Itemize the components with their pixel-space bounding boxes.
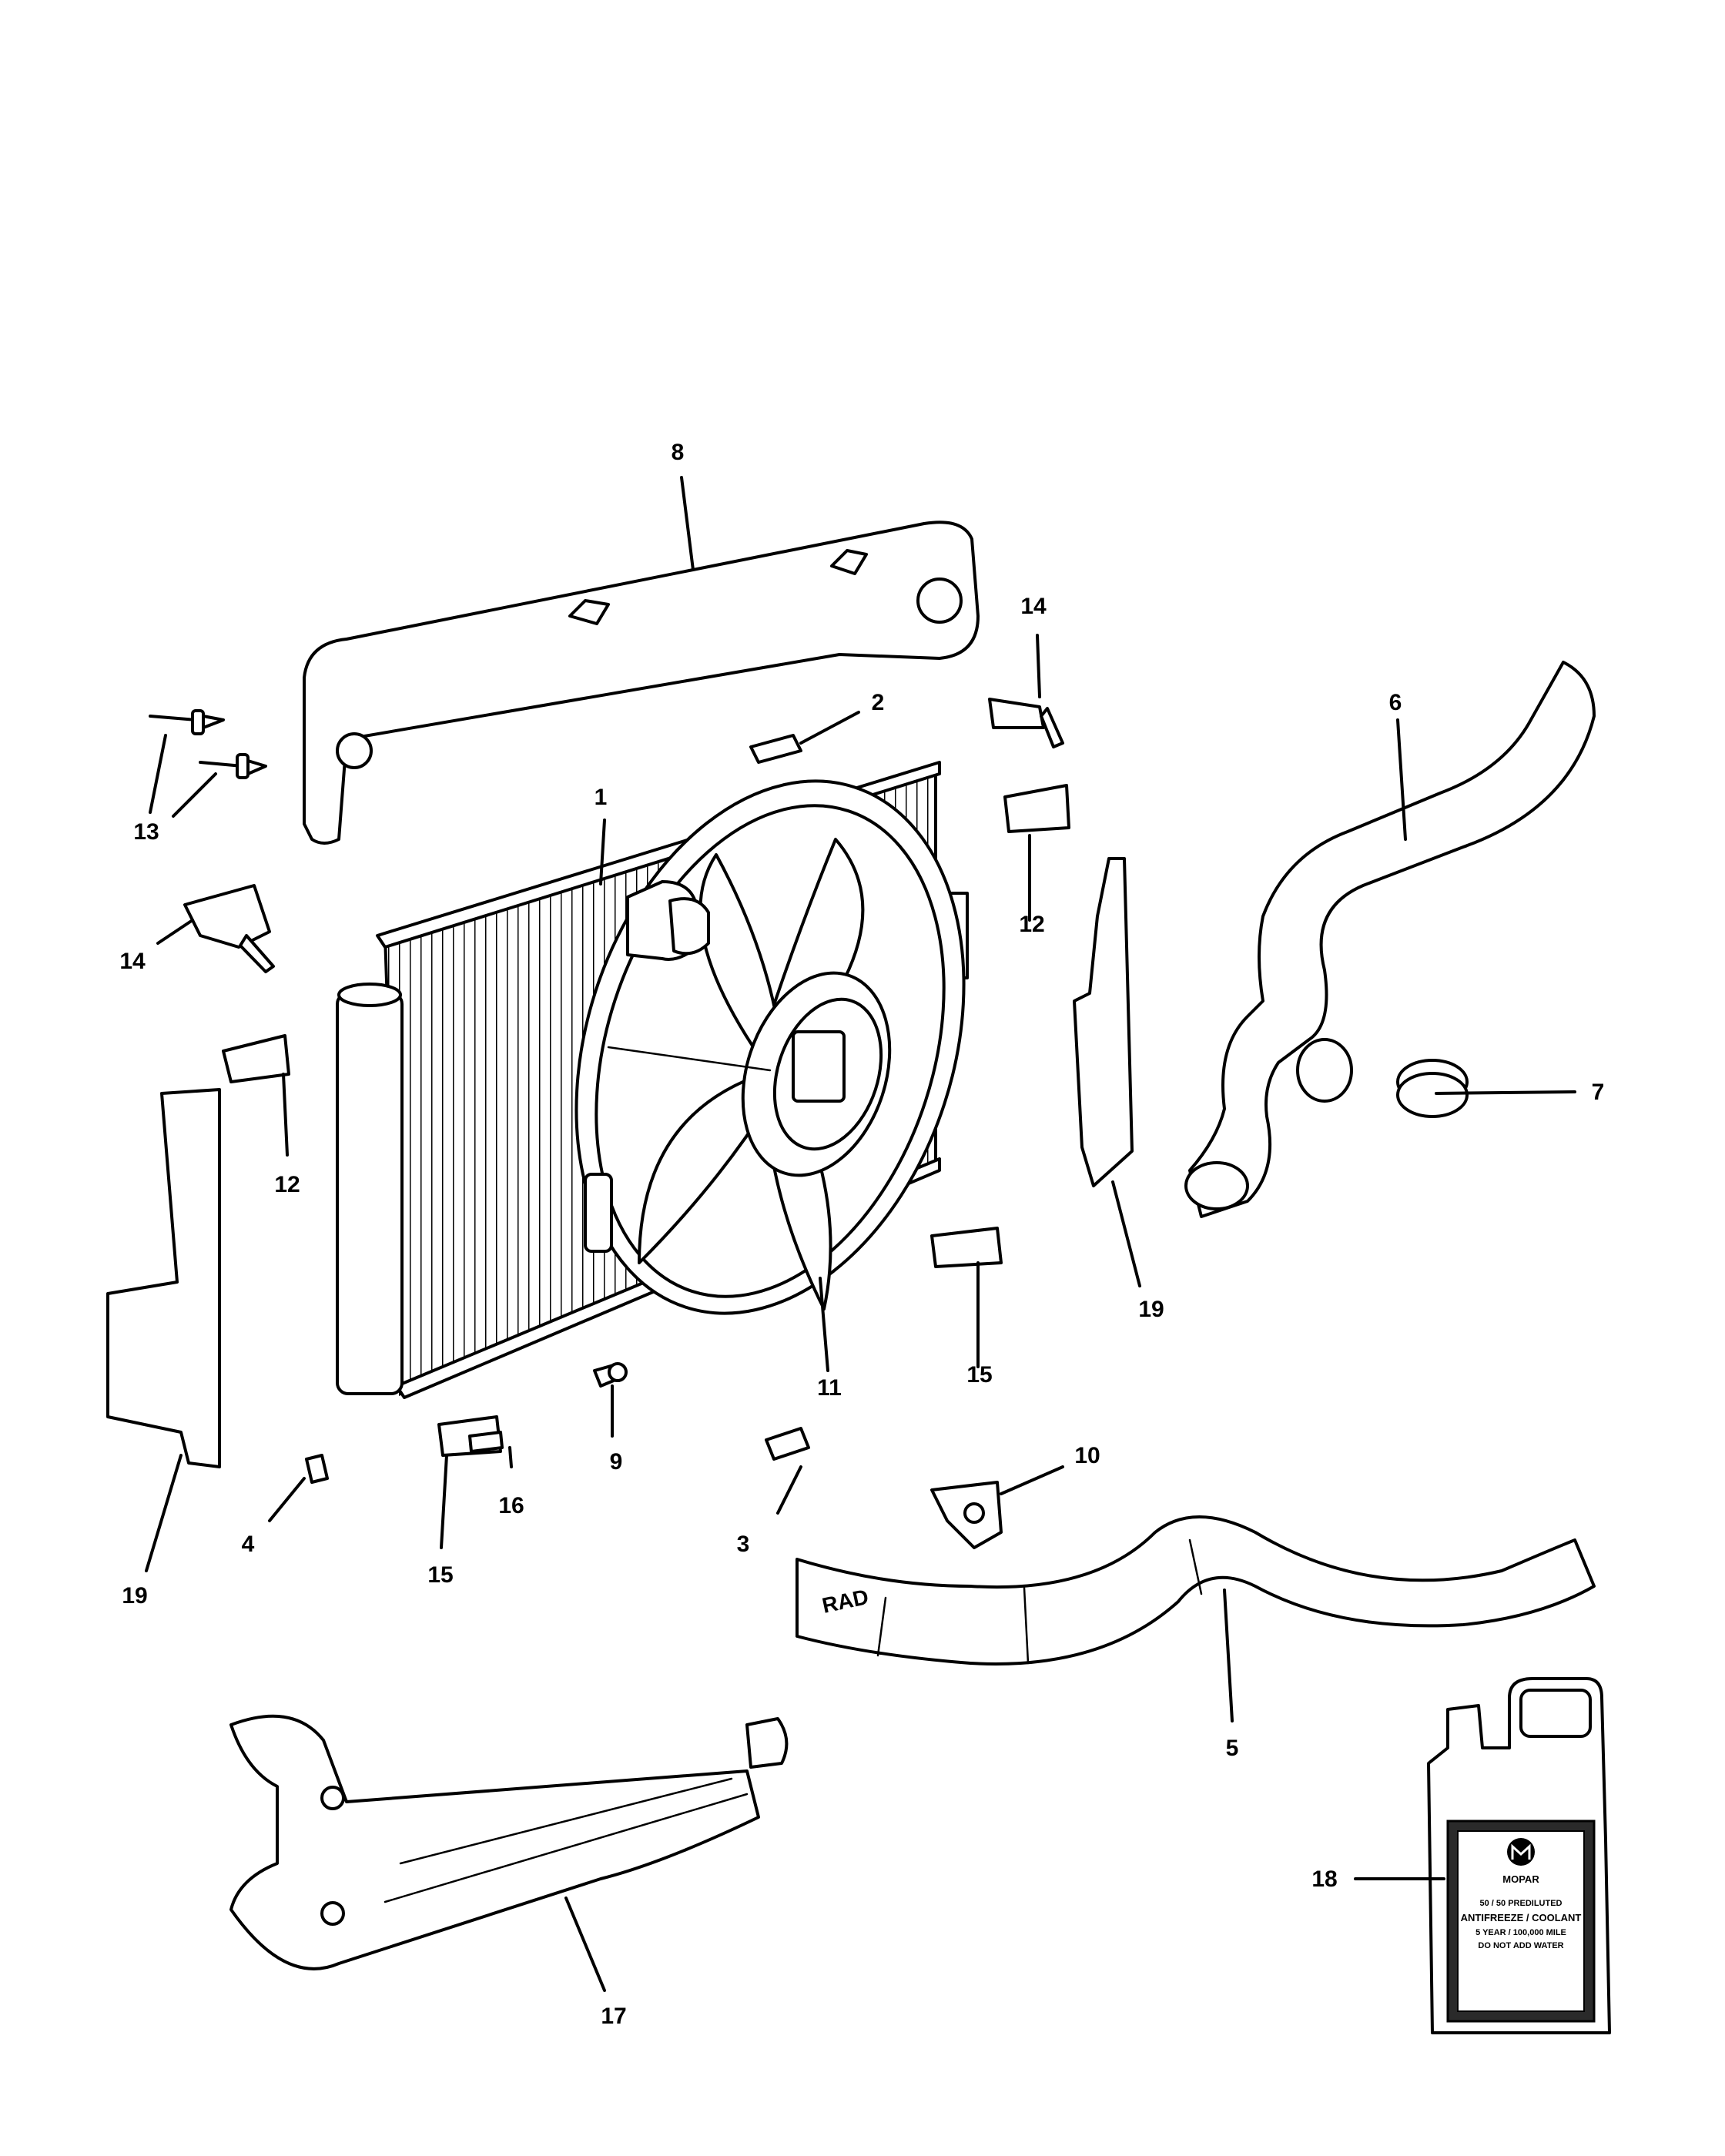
bracket-part-15-right <box>930 1227 1003 1268</box>
bracket-part-12-right <box>1003 784 1070 833</box>
callout-11: 11 <box>817 1375 842 1401</box>
callout-12-right: 12 <box>1019 912 1044 937</box>
fan-assembly-part-11 <box>574 779 966 1315</box>
air-deflector-part-19-right <box>1073 857 1134 1187</box>
sensor-bracket-part-14-right <box>988 698 1064 748</box>
air-deflector-part-19-left <box>106 1088 221 1468</box>
hose-clamp-part-7 <box>1396 1059 1469 1118</box>
callout-2: 2 <box>872 690 885 715</box>
leader-lines <box>145 476 1576 1992</box>
callout-15-right: 15 <box>966 1362 992 1388</box>
callout-16: 16 <box>498 1493 524 1518</box>
jug-line-3: 5 YEAR / 100,000 MILE <box>1475 1928 1566 1937</box>
callout-18: 18 <box>1311 1866 1337 1892</box>
callout-numbers: 8 1 2 3 4 5 6 7 9 10 11 12 12 13 14 14 1… <box>119 440 1604 2029</box>
callout-14-left: 14 <box>119 949 146 974</box>
callout-12-left: 12 <box>274 1172 300 1197</box>
upper-support-part-8 <box>303 521 980 845</box>
clip-part-3 <box>765 1427 810 1461</box>
callout-19-right: 19 <box>1138 1297 1164 1322</box>
clip-part-2 <box>749 734 802 764</box>
sensor-bracket-part-14-left <box>183 884 275 973</box>
lower-hose-part-5: RAD <box>796 1515 1596 1666</box>
callout-1: 1 <box>595 785 608 810</box>
callout-6: 6 <box>1389 690 1402 715</box>
callout-7: 7 <box>1592 1080 1605 1105</box>
clip-part-4 <box>305 1454 329 1484</box>
bracket-part-10 <box>930 1481 1003 1549</box>
coolant-jug-part-18: MOPAR 50 / 50 PREDILUTED ANTIFREEZE / CO… <box>1427 1677 1611 2034</box>
push-pins-part-13 <box>149 709 267 779</box>
callout-13: 13 <box>133 819 159 845</box>
jug-line-1: 50 / 50 PREDILUTED <box>1480 1899 1563 1908</box>
callout-3: 3 <box>737 1532 750 1557</box>
callout-8: 8 <box>672 440 685 465</box>
bracket-part-12-left <box>222 1034 290 1083</box>
jug-line-2: ANTIFREEZE / COOLANT <box>1461 1912 1582 1923</box>
screw-part-9 <box>593 1362 628 1388</box>
jug-brand: MOPAR <box>1502 1873 1539 1885</box>
callout-17: 17 <box>601 2004 626 2029</box>
callout-14-right: 14 <box>1020 594 1047 619</box>
callout-10: 10 <box>1074 1443 1100 1468</box>
lower-air-dam-part-17 <box>229 1714 789 1970</box>
upper-hose-part-6 <box>1184 661 1596 1218</box>
callout-5: 5 <box>1226 1736 1239 1761</box>
callout-15-left: 15 <box>427 1562 453 1588</box>
callout-4: 4 <box>242 1532 255 1557</box>
callout-19-left: 19 <box>122 1583 147 1609</box>
bracket-part-16 <box>468 1431 504 1453</box>
jug-line-4: DO NOT ADD WATER <box>1478 1941 1563 1950</box>
callout-9: 9 <box>610 1449 623 1475</box>
